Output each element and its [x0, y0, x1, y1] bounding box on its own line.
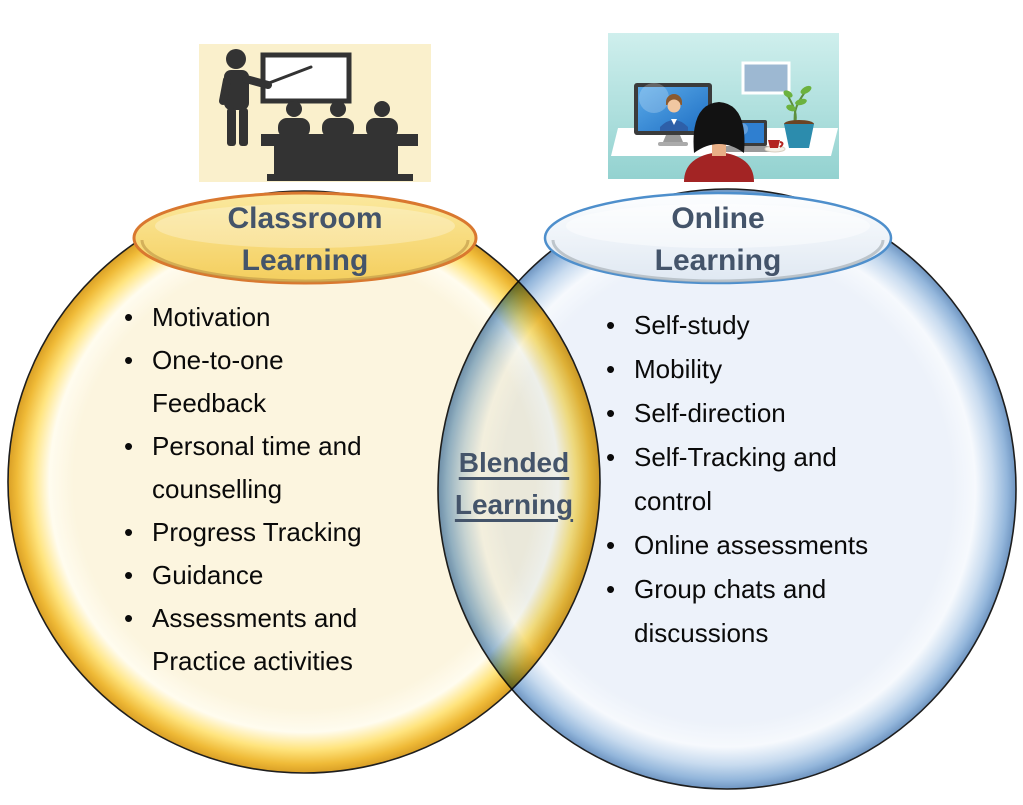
teacher-silhouette: [219, 49, 272, 146]
list-item: Motivation: [122, 296, 452, 339]
classroom-items-list: MotivationOne-to-one FeedbackPersonal ti…: [122, 296, 452, 683]
video-call-monitor: [634, 83, 712, 146]
list-item: Guidance: [122, 554, 452, 597]
blended-title-line2: Learning: [454, 489, 574, 520]
classroom-title-line1: Classroom: [227, 202, 383, 235]
online-learning-title: Online Learning: [538, 198, 898, 282]
list-item: One-to-one Feedback: [122, 339, 452, 425]
classroom-cap-ellipse: [132, 191, 478, 285]
wall-picture-frame: [741, 61, 791, 95]
list-item: Assessments and Practice activities: [122, 597, 452, 683]
online-learning-illustration: [602, 32, 845, 182]
blended-learning-title: Blended Learning: [404, 442, 624, 526]
list-item: Self-study: [604, 303, 904, 347]
blended-title-line1: Blended: [458, 447, 570, 478]
online-items-list: Self-studyMobilitySelf-directionSelf-Tra…: [604, 303, 904, 655]
woman-silhouette: [684, 102, 754, 182]
online-title-line1: Online: [671, 202, 765, 235]
list-item: Progress Tracking: [122, 511, 452, 554]
list-item: Self-Tracking and control: [604, 435, 904, 523]
list-item: Personal time and counselling: [122, 425, 452, 511]
classroom-illustration: [197, 38, 433, 185]
classroom-title-line2: Learning: [241, 244, 369, 277]
potted-plant: [783, 85, 814, 148]
list-item: Group chats and discussions: [604, 567, 904, 655]
whiteboard: [260, 52, 352, 104]
list-item: Mobility: [604, 347, 904, 391]
online-title-line2: Learning: [654, 244, 782, 277]
pointer-stick: [267, 65, 313, 85]
list-item: Online assessments: [604, 523, 904, 567]
list-item: Self-direction: [604, 391, 904, 435]
students-silhouette: [278, 101, 398, 138]
classroom-learning-title: Classroom Learning: [125, 198, 485, 282]
coffee-cup: [764, 140, 786, 153]
classroom-desk: [261, 134, 418, 181]
online-cap-ellipse: [543, 191, 893, 285]
